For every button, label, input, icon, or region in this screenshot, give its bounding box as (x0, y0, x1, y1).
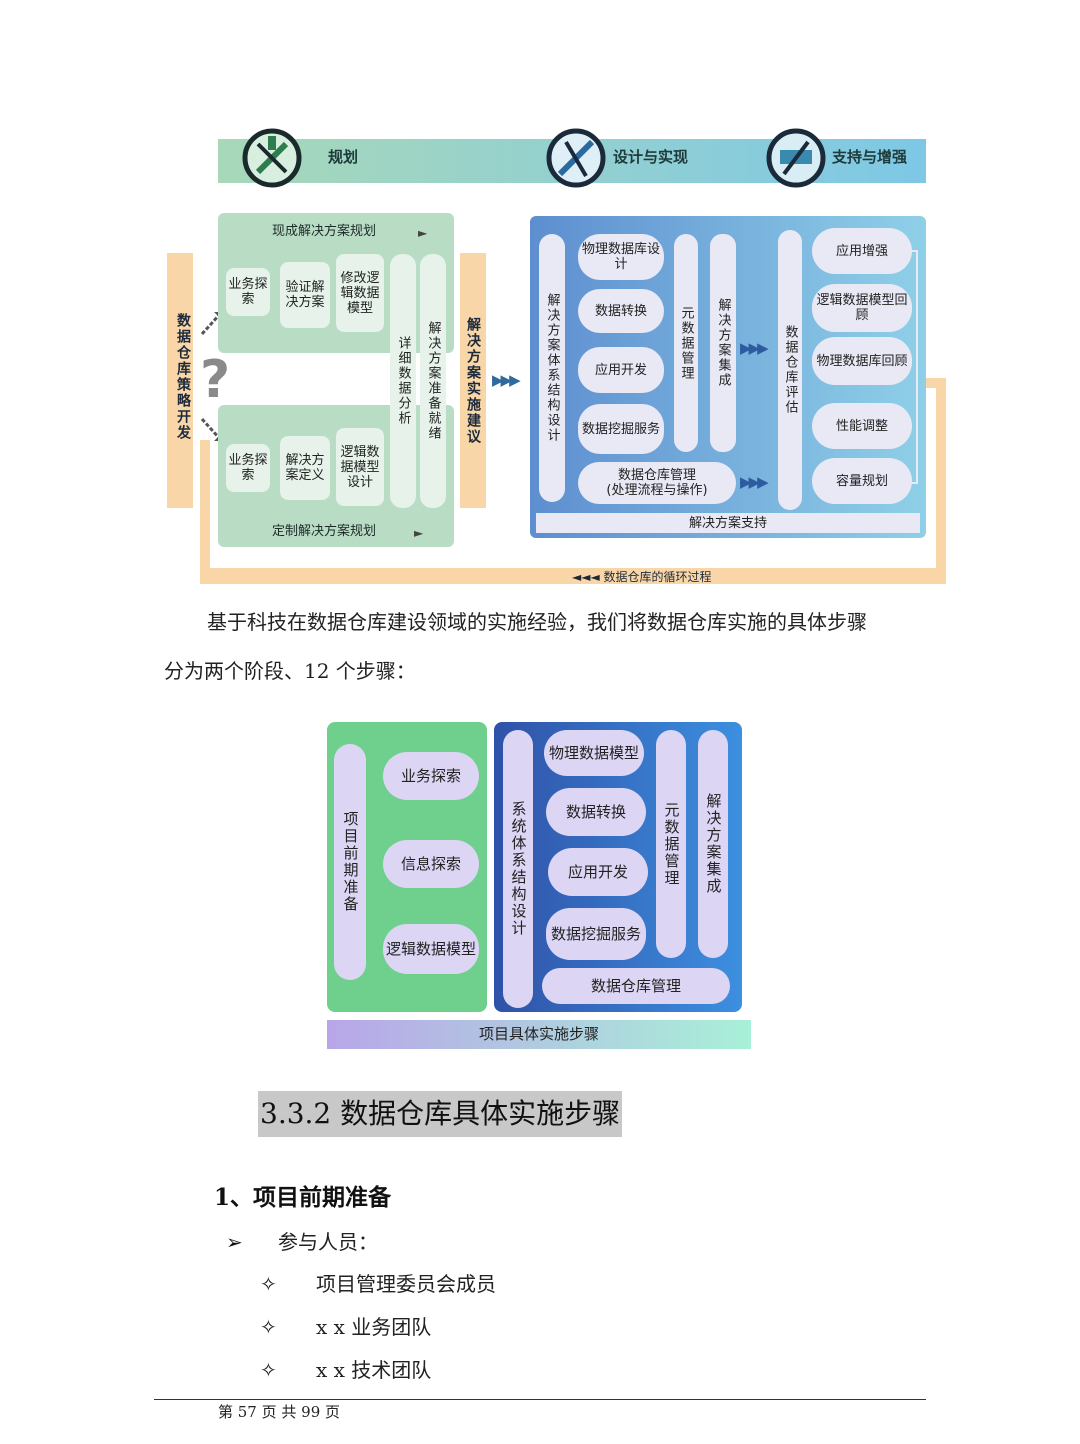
left-item-information: 信息探索 (383, 840, 479, 888)
off-the-shelf-planning-title: 现成解决方案规划 (272, 224, 377, 239)
section-heading: 3.3.2 数据仓库具体实施步骤 (258, 1091, 623, 1137)
support-icon (766, 128, 826, 188)
impl-advice-bar: 解决方案实施建议 (460, 253, 486, 508)
play-arrow-icon: ► (418, 226, 428, 240)
bottom-item-business-exploration: 业务探索 (226, 444, 270, 492)
planning-icon (242, 128, 302, 188)
phase-support-label: 支持与增强 (832, 148, 908, 166)
solution-support-bar: 解决方案支持 (536, 513, 920, 533)
center-item-app-dev: 应用开发 (578, 347, 664, 393)
integration-pill: 解决方案集成 (698, 730, 728, 958)
right-item-physical-review: 物理数据库回顾 (812, 337, 912, 385)
bullet-item: x x 技术团队 (316, 1358, 432, 1382)
strategy-bar (167, 253, 193, 508)
custom-planning-title: 定制解决方案规划 (272, 524, 377, 539)
metadata-mgmt-pill: 元数据管理 (674, 234, 698, 452)
flow-arrows-icon: ▶▶▶ (740, 473, 769, 491)
right-bracket (908, 250, 918, 484)
play-arrow-icon: ► (414, 526, 424, 540)
body-paragraph-line1: 基于科技在数据仓库建设领域的实施经验，我们将数据仓库实施的具体步骤 (207, 610, 867, 634)
diamond-bullet-icon: ✧ (260, 1358, 277, 1382)
phase-design-label: 设计与实现 (613, 148, 689, 166)
system-arch-pill: 系统体系结构设计 (503, 730, 533, 1008)
cycle-loop-bottom (200, 568, 946, 584)
flow-arrows-icon: ▶▶▶ (740, 339, 769, 357)
right-item-app-enhance: 应用增强 (812, 228, 912, 274)
bottom-item-solution-definition: 解决方案定义 (280, 436, 330, 500)
right-item-logical-review: 逻辑数据模型回顾 (812, 284, 912, 332)
subheading: 1、项目前期准备 (214, 1184, 392, 1211)
body-paragraph-line2: 分为两个阶段、12 个步骤： (164, 659, 416, 683)
solution-integration-pill: 解决方案集成 (710, 234, 736, 452)
flow-arrows-icon: ▶▶▶ (492, 371, 521, 389)
center-item-app-dev: 应用开发 (548, 848, 648, 896)
dw-management-pill: 数据仓库管理 (处理流程与操作) (578, 462, 736, 504)
prep-pill: 项目前期准备 (334, 744, 366, 980)
center-item-physical-db: 物理数据库设计 (578, 234, 664, 280)
center-item-physical-model: 物理数据模型 (544, 730, 644, 776)
solution-ready-pill: 解决方案准备就绪 (420, 254, 446, 508)
cycle-loop-left (200, 440, 210, 584)
center-item-data-mining: 数据挖掘服务 (578, 404, 664, 454)
center-item-mining: 数据挖掘服务 (546, 908, 646, 960)
footer-rule (154, 1399, 926, 1400)
strategy-label: 数据仓库策略开发 (175, 313, 191, 441)
question-mark-icon: ? (200, 350, 231, 410)
dw-evaluation-pill: 数据仓库评估 (778, 230, 802, 510)
detail-analysis-pill: 详细数据分析 (390, 254, 416, 508)
arrow-bullet-icon: ➢ (226, 1230, 243, 1254)
bottom-item-model-design: 逻辑数据模型设计 (336, 428, 384, 506)
top-item-modify-model: 修改逻辑数据模型 (336, 254, 384, 332)
page-number: 第 57 页 共 99 页 (218, 1403, 341, 1421)
bullet-item: x x 业务团队 (316, 1315, 432, 1339)
top-item-validate-solution: 验证解决方案 (280, 262, 330, 328)
phase-planning-label: 规划 (328, 148, 359, 166)
cycle-loop-right (926, 378, 946, 584)
center-item-transform: 数据转换 (546, 788, 646, 836)
dw-management-bar: 数据仓库管理 (542, 968, 730, 1004)
bullet-item: 项目管理委员会成员 (316, 1272, 496, 1296)
top-item-business-exploration: 业务探索 (226, 268, 270, 316)
design-icon (546, 128, 606, 188)
right-item-capacity: 容量规划 (812, 458, 912, 504)
steps-footer-bar: 项目具体实施步骤 (327, 1020, 751, 1049)
center-item-data-transform: 数据转换 (578, 289, 664, 333)
diamond-bullet-icon: ✧ (260, 1272, 277, 1296)
left-item-logical-model: 逻辑数据模型 (383, 924, 479, 974)
right-item-performance: 性能调整 (812, 403, 912, 449)
metadata-pill: 元数据管理 (656, 730, 686, 958)
diamond-bullet-icon: ✧ (260, 1315, 277, 1339)
left-item-business: 业务探索 (383, 752, 479, 800)
cycle-label: ◄◄◄ 数据仓库的循环过程 (572, 570, 712, 584)
participants-label: 参与人员： (278, 1230, 378, 1254)
arch-design-pill: 解决方案体系结构设计 (539, 234, 565, 502)
